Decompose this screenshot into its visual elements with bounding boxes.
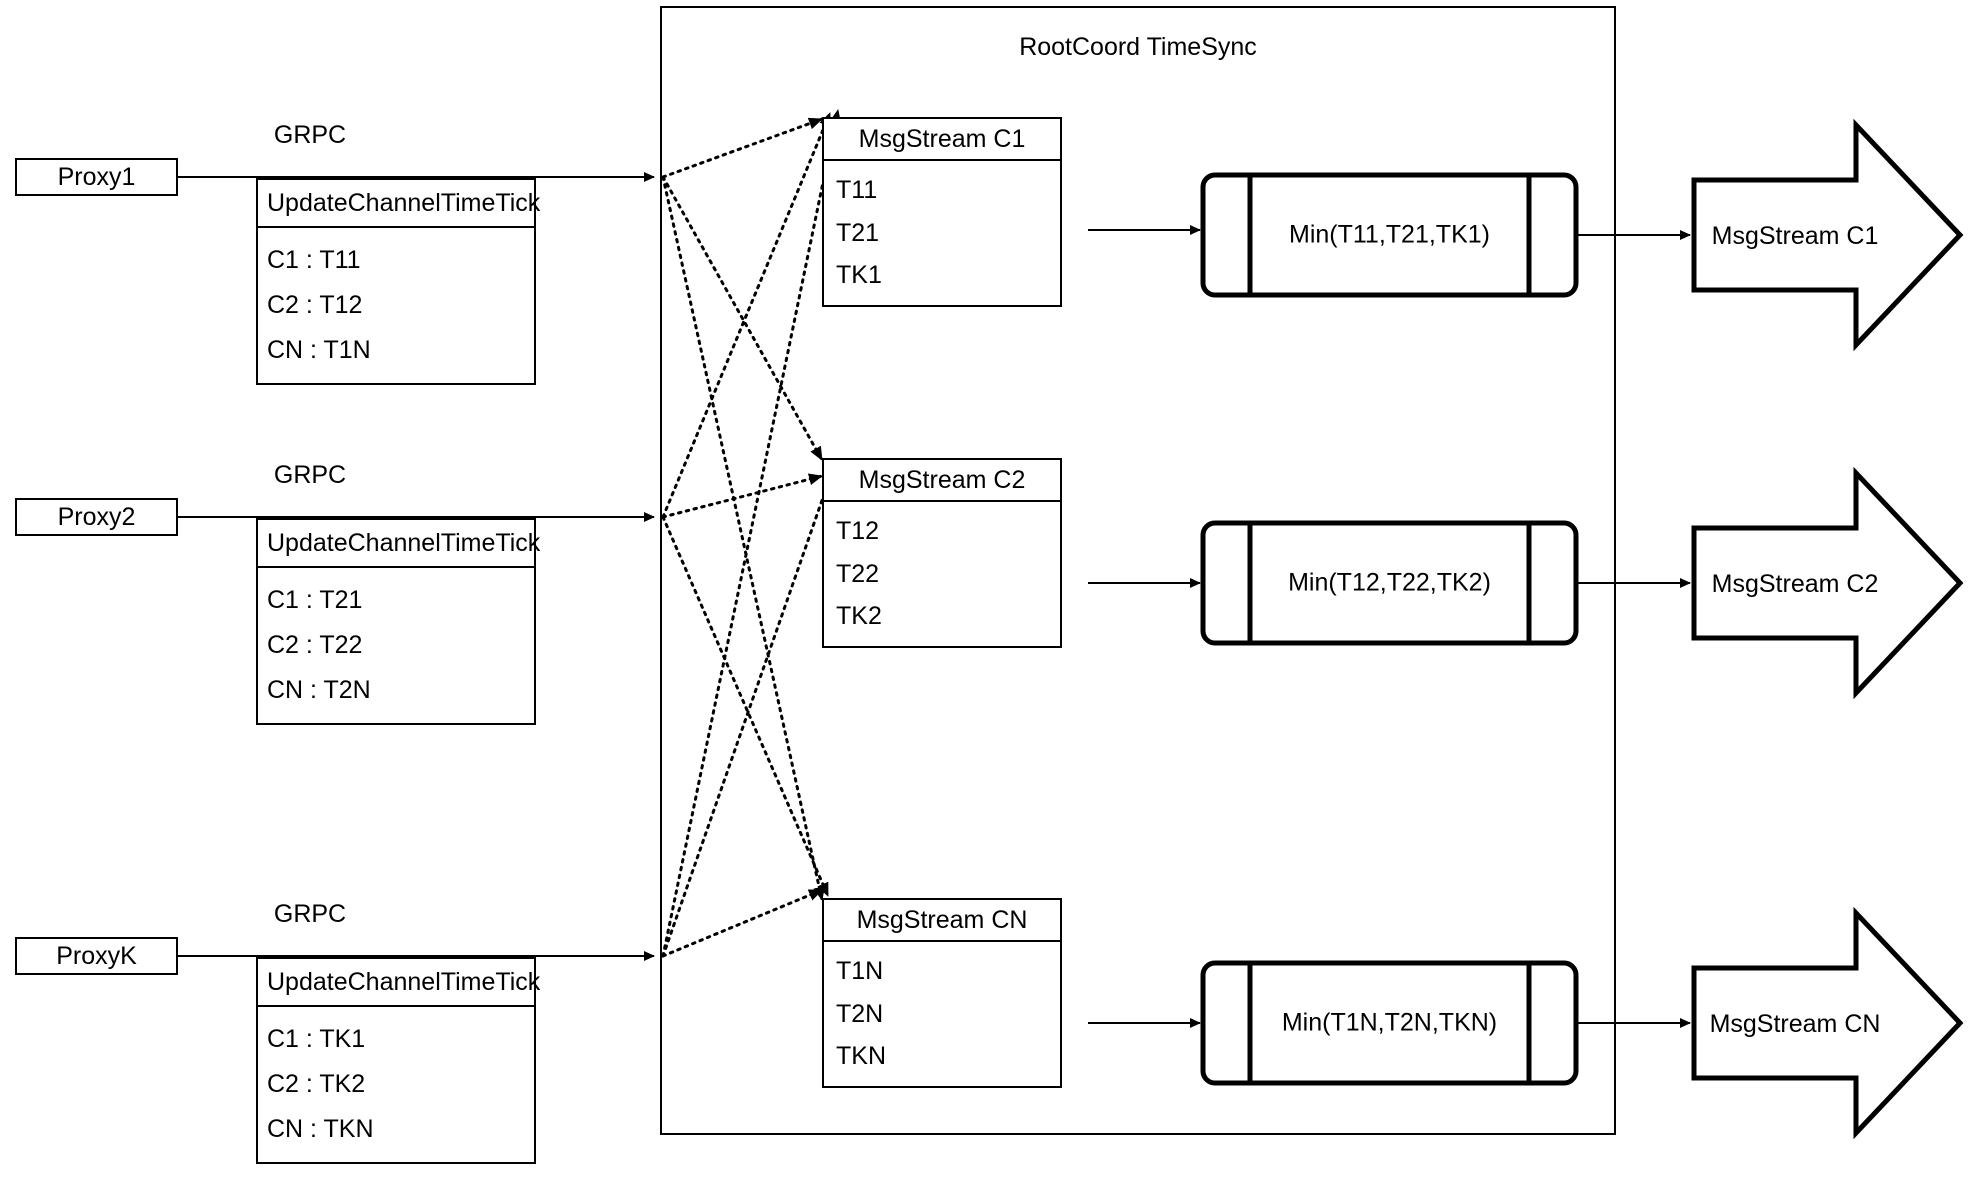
- timetick-entry: C2 : T22: [267, 631, 363, 659]
- msgstream-title-2: MsgStream C2: [824, 460, 1060, 502]
- update-channel-timetick-title-1: UpdateChannelTimeTick: [258, 180, 540, 228]
- msgstream-entries-2: T12 T22 TK2: [824, 502, 1060, 646]
- timetick-entry: C1 : TK1: [267, 1025, 366, 1053]
- rootcoord-timesync-title: RootCoord TimeSync: [1019, 33, 1257, 61]
- min-process-label-1: Min(T11,T21,TK1): [1289, 220, 1490, 249]
- proxy-label-3: ProxyK: [56, 941, 137, 970]
- update-channel-timetick-box-2: UpdateChannelTimeTick C1 : T21 C2 : T22 …: [256, 518, 540, 725]
- timetick-entry: C1 : T21: [267, 586, 363, 614]
- timetick-entry: C1 : T11: [267, 246, 361, 274]
- process-shape-row-3: [1200, 960, 1579, 1086]
- msgstream-box-2: MsgStream C2 T12 T22 TK2: [822, 458, 1062, 648]
- msgstream-to-process-arrows: [1088, 225, 1201, 1028]
- update-channel-timetick-entries-1: C1 : T11 C2 : T12 CN : T1N: [258, 228, 534, 383]
- msgstream-box-3: MsgStream CN T1N T2N TKN: [822, 898, 1062, 1088]
- msgstream-entry: T1N: [836, 957, 884, 986]
- msgstream-entry: T2N: [836, 999, 884, 1028]
- timetick-entry: CN : T2N: [267, 676, 371, 704]
- process-shape-row-1: [1200, 172, 1579, 298]
- output-arrow-shape-row-2: [1691, 466, 1964, 700]
- msgstream-box-1: MsgStream C1 T11 T21 TK1: [822, 117, 1062, 307]
- update-channel-timetick-title-3: UpdateChannelTimeTick: [258, 959, 540, 1007]
- update-channel-timetick-entries-3: C1 : TK1 C2 : TK2 CN : TKN: [258, 1007, 534, 1162]
- update-channel-timetick-box-3: UpdateChannelTimeTick C1 : TK1 C2 : TK2 …: [256, 957, 540, 1164]
- msgstream-entry: T22: [836, 559, 880, 588]
- min-process-box-3: Min(T1N,T2N,TKN): [1250, 963, 1529, 1083]
- timetick-entry: CN : TKN: [267, 1115, 374, 1143]
- proxy-box-3[interactable]: ProxyK: [15, 937, 178, 975]
- msgstream-entries-3: T1N T2N TKN: [824, 942, 1060, 1086]
- msgstream-title-3: MsgStream CN: [824, 900, 1060, 942]
- msgstream-entry: T11: [836, 176, 878, 205]
- msgstream-entry: TK2: [836, 601, 882, 630]
- grpc-label-row-1: GRPC: [273, 121, 347, 149]
- timetick-entry: C2 : TK2: [267, 1070, 366, 1098]
- msgstream-entry: TK1: [836, 260, 882, 289]
- grpc-label-row-2: GRPC: [273, 461, 347, 489]
- proxy-label-1: Proxy1: [57, 162, 136, 191]
- rootcoord-timesync-container: [660, 6, 1616, 1135]
- process-to-output-arrows: [1576, 230, 1691, 1028]
- proxy-box-1[interactable]: Proxy1: [15, 158, 178, 196]
- timetick-entry: C2 : T12: [267, 291, 363, 319]
- update-channel-timetick-title-2: UpdateChannelTimeTick: [258, 520, 540, 568]
- msgstream-entries-1: T11 T21 TK1: [824, 161, 1060, 305]
- dispatch-lines: [661, 108, 842, 958]
- msgstream-entry: T21: [836, 218, 880, 247]
- grpc-label-row-3: GRPC: [273, 900, 347, 928]
- min-process-box-2: Min(T12,T22,TK2): [1250, 523, 1529, 643]
- min-process-label-3: Min(T1N,T2N,TKN): [1281, 1008, 1498, 1037]
- msgstream-entry: TKN: [836, 1041, 886, 1070]
- output-arrow-shape-row-1: [1691, 118, 1964, 352]
- output-arrow-shape-row-3: [1691, 906, 1964, 1140]
- process-shape-row-2: [1200, 520, 1579, 646]
- min-process-label-2: Min(T12,T22,TK2): [1288, 568, 1491, 597]
- msgstream-entry: T12: [836, 517, 880, 546]
- update-channel-timetick-box-1: UpdateChannelTimeTick C1 : T11 C2 : T12 …: [256, 178, 540, 385]
- min-process-box-1: Min(T11,T21,TK1): [1250, 175, 1529, 295]
- proxy-box-2[interactable]: Proxy2: [15, 498, 178, 536]
- proxy-label-2: Proxy2: [57, 502, 136, 531]
- update-channel-timetick-entries-2: C1 : T21 C2 : T22 CN : T2N: [258, 568, 534, 723]
- msgstream-title-1: MsgStream C1: [824, 119, 1060, 161]
- timetick-entry: CN : T1N: [267, 336, 371, 364]
